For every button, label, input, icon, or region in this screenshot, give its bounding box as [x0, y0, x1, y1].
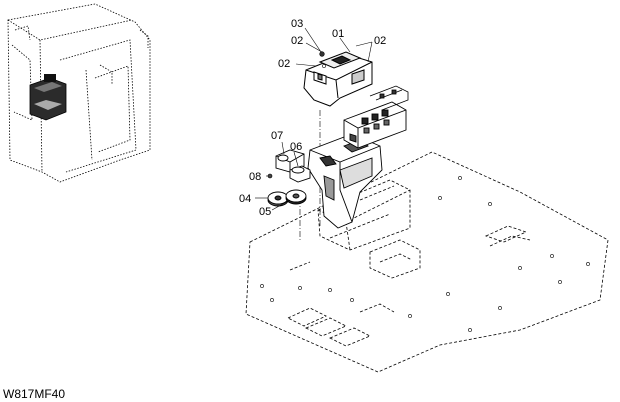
switch-panel	[343, 101, 407, 149]
callout-02-right: 02	[374, 35, 386, 47]
leader-lines	[255, 27, 373, 211]
disc-04	[267, 191, 289, 207]
callout-05: 05	[259, 206, 271, 218]
console-lower-body	[307, 133, 383, 229]
screw-03	[319, 51, 325, 57]
console-top-cover	[303, 51, 373, 107]
switch-panel-bracket	[369, 85, 409, 111]
callout-02-left: 02	[278, 58, 290, 70]
figure-reference-code: W817MF40	[3, 387, 65, 401]
callout-08: 08	[249, 171, 261, 183]
cab-console-highlight	[29, 74, 67, 121]
callout-03: 03	[291, 18, 303, 30]
callout-02-top: 02	[291, 35, 303, 47]
disc-05	[285, 189, 307, 205]
callout-07: 07	[271, 130, 283, 142]
bolt-08	[267, 173, 273, 179]
floor-bolt-holes	[260, 176, 590, 332]
callout-01: 01	[332, 28, 344, 40]
callout-06: 06	[290, 141, 302, 153]
screw-02-side	[322, 64, 326, 68]
callout-04: 04	[239, 193, 251, 205]
floor-plate	[245, 151, 609, 373]
callout-labels: 03 02 01 02 02 07 06 08 04 05	[239, 18, 386, 218]
knob-06	[289, 165, 311, 183]
bracket-07	[275, 149, 305, 173]
cab-location-inset	[7, 3, 151, 183]
